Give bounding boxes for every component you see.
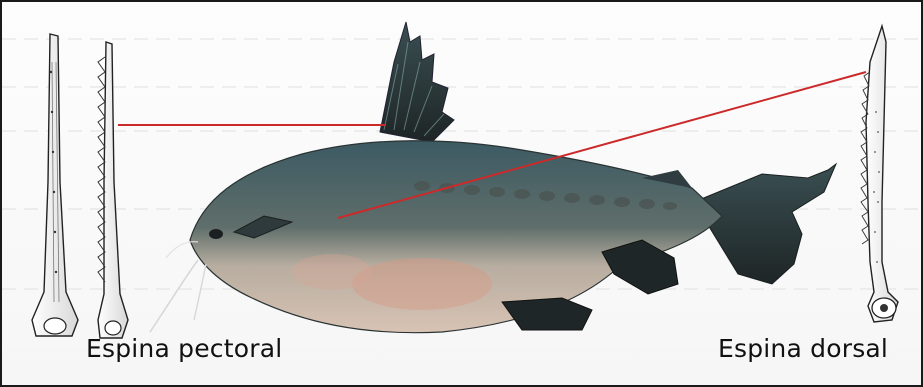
pectoral-spine-label: Espina pectoral (86, 334, 282, 363)
catfish-photo (150, 22, 836, 333)
dorsal-spine-drawing (861, 26, 898, 322)
dorsal-spine-label: Espina dorsal (718, 334, 888, 363)
pectoral-spine-drawing (32, 34, 128, 338)
